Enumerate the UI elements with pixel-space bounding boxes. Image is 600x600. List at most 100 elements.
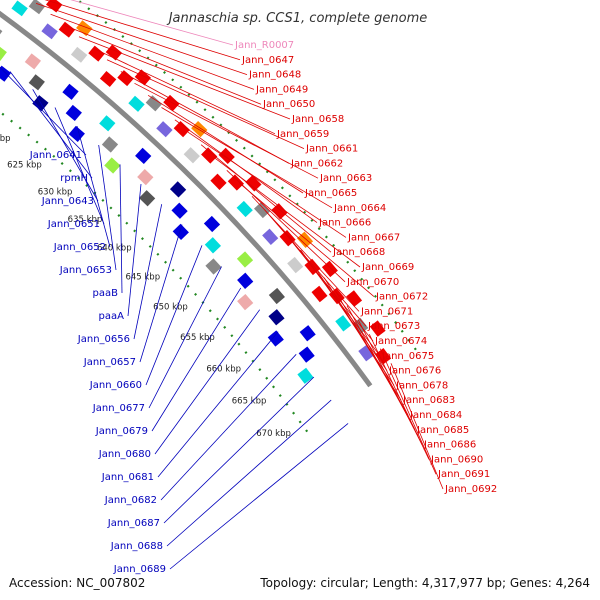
reverse-gene-block — [138, 190, 156, 207]
right-gene-label: Jann_0678 — [395, 380, 448, 391]
left-gene-label: Jann_0641 — [29, 150, 82, 161]
forward-gene-block — [183, 147, 200, 164]
left-gene-label: Jann_0643 — [41, 196, 94, 207]
forward-gene-block — [145, 95, 163, 112]
reverse-gene-block — [297, 367, 314, 384]
forward-gene-block — [117, 70, 134, 87]
left-gene-label: Jann_0653 — [59, 265, 112, 276]
reverse-gene-block — [236, 251, 254, 268]
forward-gene-block — [134, 69, 152, 86]
right-gene-label: Jann_0658 — [291, 114, 344, 125]
feature-layer — [0, 0, 392, 384]
reverse-gene-block — [268, 287, 285, 305]
reverse-gene-block — [0, 24, 3, 40]
right-label-leader — [357, 319, 423, 445]
forward-gene-block — [210, 173, 227, 190]
right-label-leader — [239, 182, 375, 297]
right-label-leader — [323, 277, 402, 401]
reverse-gene-block — [169, 181, 187, 198]
right-label-leader — [161, 107, 333, 209]
left-gene-label: Jann_0651 — [47, 219, 100, 230]
right-label-leader — [120, 71, 290, 164]
backbone-ring — [0, 10, 373, 388]
right-label-leader — [147, 94, 304, 194]
forward-gene-block — [128, 95, 145, 112]
forward-gene-block — [346, 290, 363, 307]
kbp-scale-label: 670 kbp — [256, 429, 291, 439]
forward-gene-block — [271, 203, 288, 220]
right-gene-label: Jann_0666 — [318, 218, 371, 229]
accession-text: Accession: NC_007802 — [9, 576, 145, 590]
reverse-gene-block — [0, 44, 7, 61]
right-gene-label: Jann_0684 — [409, 410, 462, 421]
right-gene-label: Jann_0669 — [361, 262, 414, 273]
right-gene-label: Jann_0683 — [402, 395, 455, 406]
right-gene-label: Jann_0662 — [290, 158, 343, 169]
reverse-gene-block — [267, 330, 284, 347]
right-gene-label: Jann_0691 — [437, 469, 490, 480]
reverse-gene-block — [68, 125, 85, 142]
reverse-gene-block — [135, 147, 152, 165]
right-label-leader — [50, 13, 255, 90]
reverse-gene-block — [299, 325, 316, 342]
right-gene-label: Jann_0659 — [276, 129, 329, 140]
right-label-leader — [44, 0, 241, 61]
left-gene-label: Jann_0680 — [98, 449, 151, 460]
forward-gene-block — [41, 23, 58, 40]
right-label-leader — [213, 157, 361, 268]
left-label-leader — [166, 399, 332, 547]
left-label-leader — [148, 266, 222, 409]
forward-gene-block — [321, 260, 338, 278]
reverse-gene-block — [28, 74, 45, 91]
right-gene-label: Jann_0690 — [430, 454, 483, 465]
forward-gene-block — [28, 0, 46, 15]
left-gene-label: Jann_0657 — [83, 357, 136, 368]
reverse-gene-block — [101, 136, 119, 153]
left-label-leader — [163, 376, 315, 524]
right-gene-label: Jann_0650 — [262, 99, 315, 110]
right-gene-label: Jann_0675 — [381, 351, 434, 362]
genome-summary-text: Topology: circular; Length: 4,317,977 bp… — [259, 576, 590, 590]
right-label-leader — [187, 131, 347, 238]
reverse-gene-block — [268, 309, 285, 326]
right-label-leader — [200, 144, 332, 253]
right-label-leader — [379, 348, 437, 475]
reverse-gene-block — [237, 272, 254, 289]
forward-gene-block — [335, 315, 352, 332]
reverse-gene-block — [99, 115, 116, 132]
kbp-scale-label: 655 kbp — [180, 333, 215, 343]
forward-gene-block — [201, 147, 218, 164]
reverse-gene-block — [24, 53, 42, 70]
right-label-leader — [92, 47, 276, 135]
right-gene-label: Jann_0649 — [255, 84, 308, 95]
reverse-gene-block — [298, 346, 315, 363]
forward-gene-block — [236, 200, 253, 218]
left-label-leader — [127, 184, 142, 317]
forward-gene-block — [254, 201, 271, 219]
right-gene-label: Jann_0664 — [333, 203, 386, 214]
left-label-leader — [157, 331, 279, 478]
left-label-leader — [169, 423, 349, 570]
left-label-leader — [0, 66, 87, 156]
reverse-gene-block — [172, 223, 189, 241]
right-gene-label: Jann_0670 — [346, 277, 399, 288]
left-gene-label: Jann_0656 — [77, 334, 130, 345]
reverse-gene-block — [204, 237, 222, 254]
left-gene-label: Jann_0688 — [110, 541, 163, 552]
right-label-leader — [70, 0, 234, 46]
right-gene-label: Jann_0676 — [388, 366, 441, 377]
kbp-scale-label: 630 kbp — [38, 187, 73, 197]
forward-gene-block — [369, 320, 386, 337]
left-gene-label: Jann_0679 — [95, 426, 148, 437]
right-gene-label: Jann_0667 — [347, 232, 400, 243]
right-gene-label: Jann_0685 — [416, 425, 469, 436]
forward-gene-block — [99, 70, 117, 88]
left-label-leader — [160, 354, 297, 501]
right-gene-label: Jann_0674 — [374, 336, 427, 347]
forward-gene-block — [358, 344, 375, 362]
left-gene-label: paaA — [99, 311, 125, 322]
left-gene-label: Jann_0681 — [101, 472, 154, 483]
right-label-leader — [390, 363, 444, 490]
right-label-leader — [64, 25, 262, 105]
